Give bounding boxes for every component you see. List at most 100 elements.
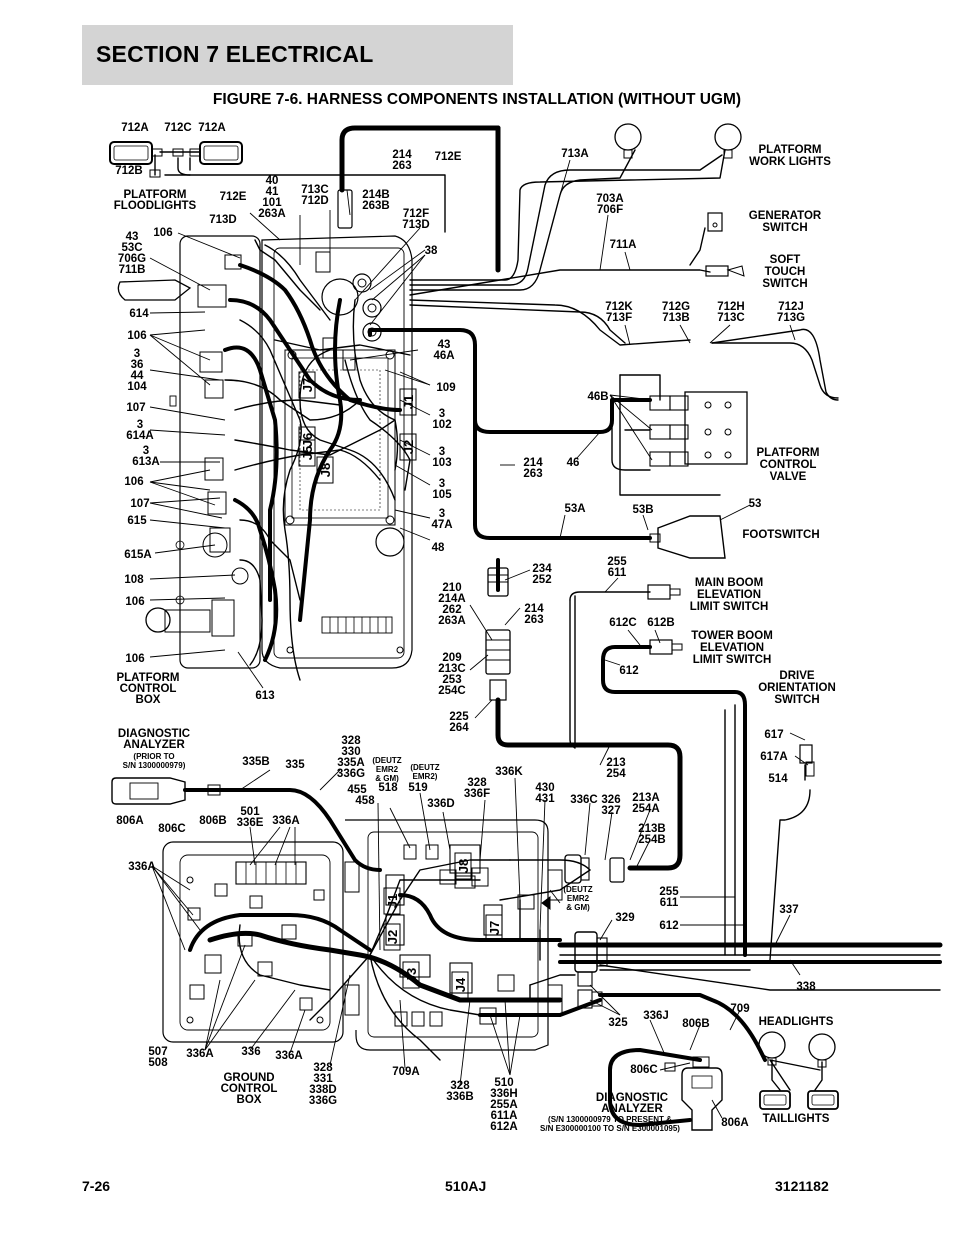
connector-ground-box-j3-outline bbox=[402, 961, 420, 989]
wire-label-w48: 48 bbox=[432, 542, 445, 554]
connector-ground-box-j3: J3 bbox=[404, 968, 419, 982]
connector-ground-box-j4: J4 bbox=[453, 977, 468, 992]
connector-upper-box-j5: J5 bbox=[300, 446, 315, 460]
wire-label-w335: 335 bbox=[285, 759, 305, 771]
section-header: SECTION 7 ELECTRICAL bbox=[82, 25, 513, 85]
connector-ground-box-j2: J2 bbox=[385, 930, 400, 944]
connector-upper-box-j7: J7 bbox=[300, 378, 315, 392]
leader-lines bbox=[149, 159, 809, 1119]
connector-upper-box-j1: J1 bbox=[401, 395, 416, 409]
wire-label-w614: 614 bbox=[129, 308, 149, 320]
connector-ground-box-j1-outline bbox=[383, 887, 401, 915]
component-label-footswitch: FOOTSWITCH bbox=[742, 529, 819, 541]
connector-ground-box-j7-outline bbox=[485, 914, 503, 942]
wire-label-w612: 612 bbox=[619, 665, 638, 677]
wire-label-w53b: 53B bbox=[632, 504, 653, 516]
wire-label-w335b: 335B bbox=[242, 756, 270, 768]
wire-label-w107-a: 107 bbox=[126, 402, 145, 414]
wire-label-w617a: 617A bbox=[760, 751, 788, 763]
wire-label-w713d-left: 713D bbox=[209, 214, 237, 226]
connector-ground-box-j2-outline bbox=[383, 923, 401, 951]
soft-touch-switch-drawing bbox=[705, 265, 745, 277]
wire-label-w806c-bot: 806C bbox=[630, 1064, 658, 1076]
connector-upper-box-j2-outline bbox=[399, 433, 417, 461]
wire-label-w806b-bot: 806B bbox=[682, 1018, 710, 1030]
connector-ground-box-j8: J8 bbox=[456, 859, 471, 873]
wire-label-w612c: 612C bbox=[609, 617, 637, 629]
wire-label-w709: 709 bbox=[730, 1003, 749, 1015]
wire-label-w514: 514 bbox=[768, 773, 788, 785]
figure-title: FIGURE 7-6. HARNESS COMPONENTS INSTALLAT… bbox=[212, 91, 742, 108]
wire-label-w106-c: 106 bbox=[124, 476, 143, 488]
wire-label-w336: 336 bbox=[241, 1046, 260, 1058]
wire-label-w712b: 712B bbox=[115, 165, 143, 177]
wire-label-w108: 108 bbox=[124, 574, 144, 586]
wire-label-w712a-l: 712A bbox=[121, 122, 149, 134]
wire-label-w613: 613 bbox=[255, 690, 274, 702]
connector-upper-box-j5-outline bbox=[298, 439, 316, 467]
connector-upper-box-j8-outline bbox=[316, 456, 334, 484]
footer-doc-number: 3121182 bbox=[775, 1178, 829, 1194]
wire-label-w107-b: 107 bbox=[130, 498, 149, 510]
wire-label-w325: 325 bbox=[608, 1017, 628, 1029]
wire-label-w713a: 713A bbox=[561, 148, 589, 160]
wire-label-w336a-b1: 336A bbox=[186, 1048, 214, 1060]
wire-label-w336a-top: 336A bbox=[272, 815, 300, 827]
wire-label-w53a: 53A bbox=[564, 503, 585, 515]
wire-label-w712e-top: 712E bbox=[435, 151, 462, 163]
wire-label-w615a: 615A bbox=[124, 549, 152, 561]
wire-label-w336a-b2: 336A bbox=[275, 1050, 303, 1062]
wire-label-w612b: 612B bbox=[647, 617, 675, 629]
connector-upper-box-j8: J8 bbox=[318, 463, 333, 477]
mid-harness-connectors bbox=[485, 567, 511, 701]
component-label-diagnostic-sn: (S/N 1300000979 TO PRESENT &S/N E3000001… bbox=[540, 1115, 680, 1133]
wire-label-w615: 615 bbox=[127, 515, 147, 527]
wire-label-w806b-top: 806B bbox=[199, 815, 227, 827]
wire-label-w712a-r: 712A bbox=[198, 122, 226, 134]
wire-label-w712c: 712C bbox=[164, 122, 192, 134]
connector-upper-box-j1-outline bbox=[399, 388, 417, 416]
connector-upper-box-j7-outline bbox=[298, 371, 316, 399]
